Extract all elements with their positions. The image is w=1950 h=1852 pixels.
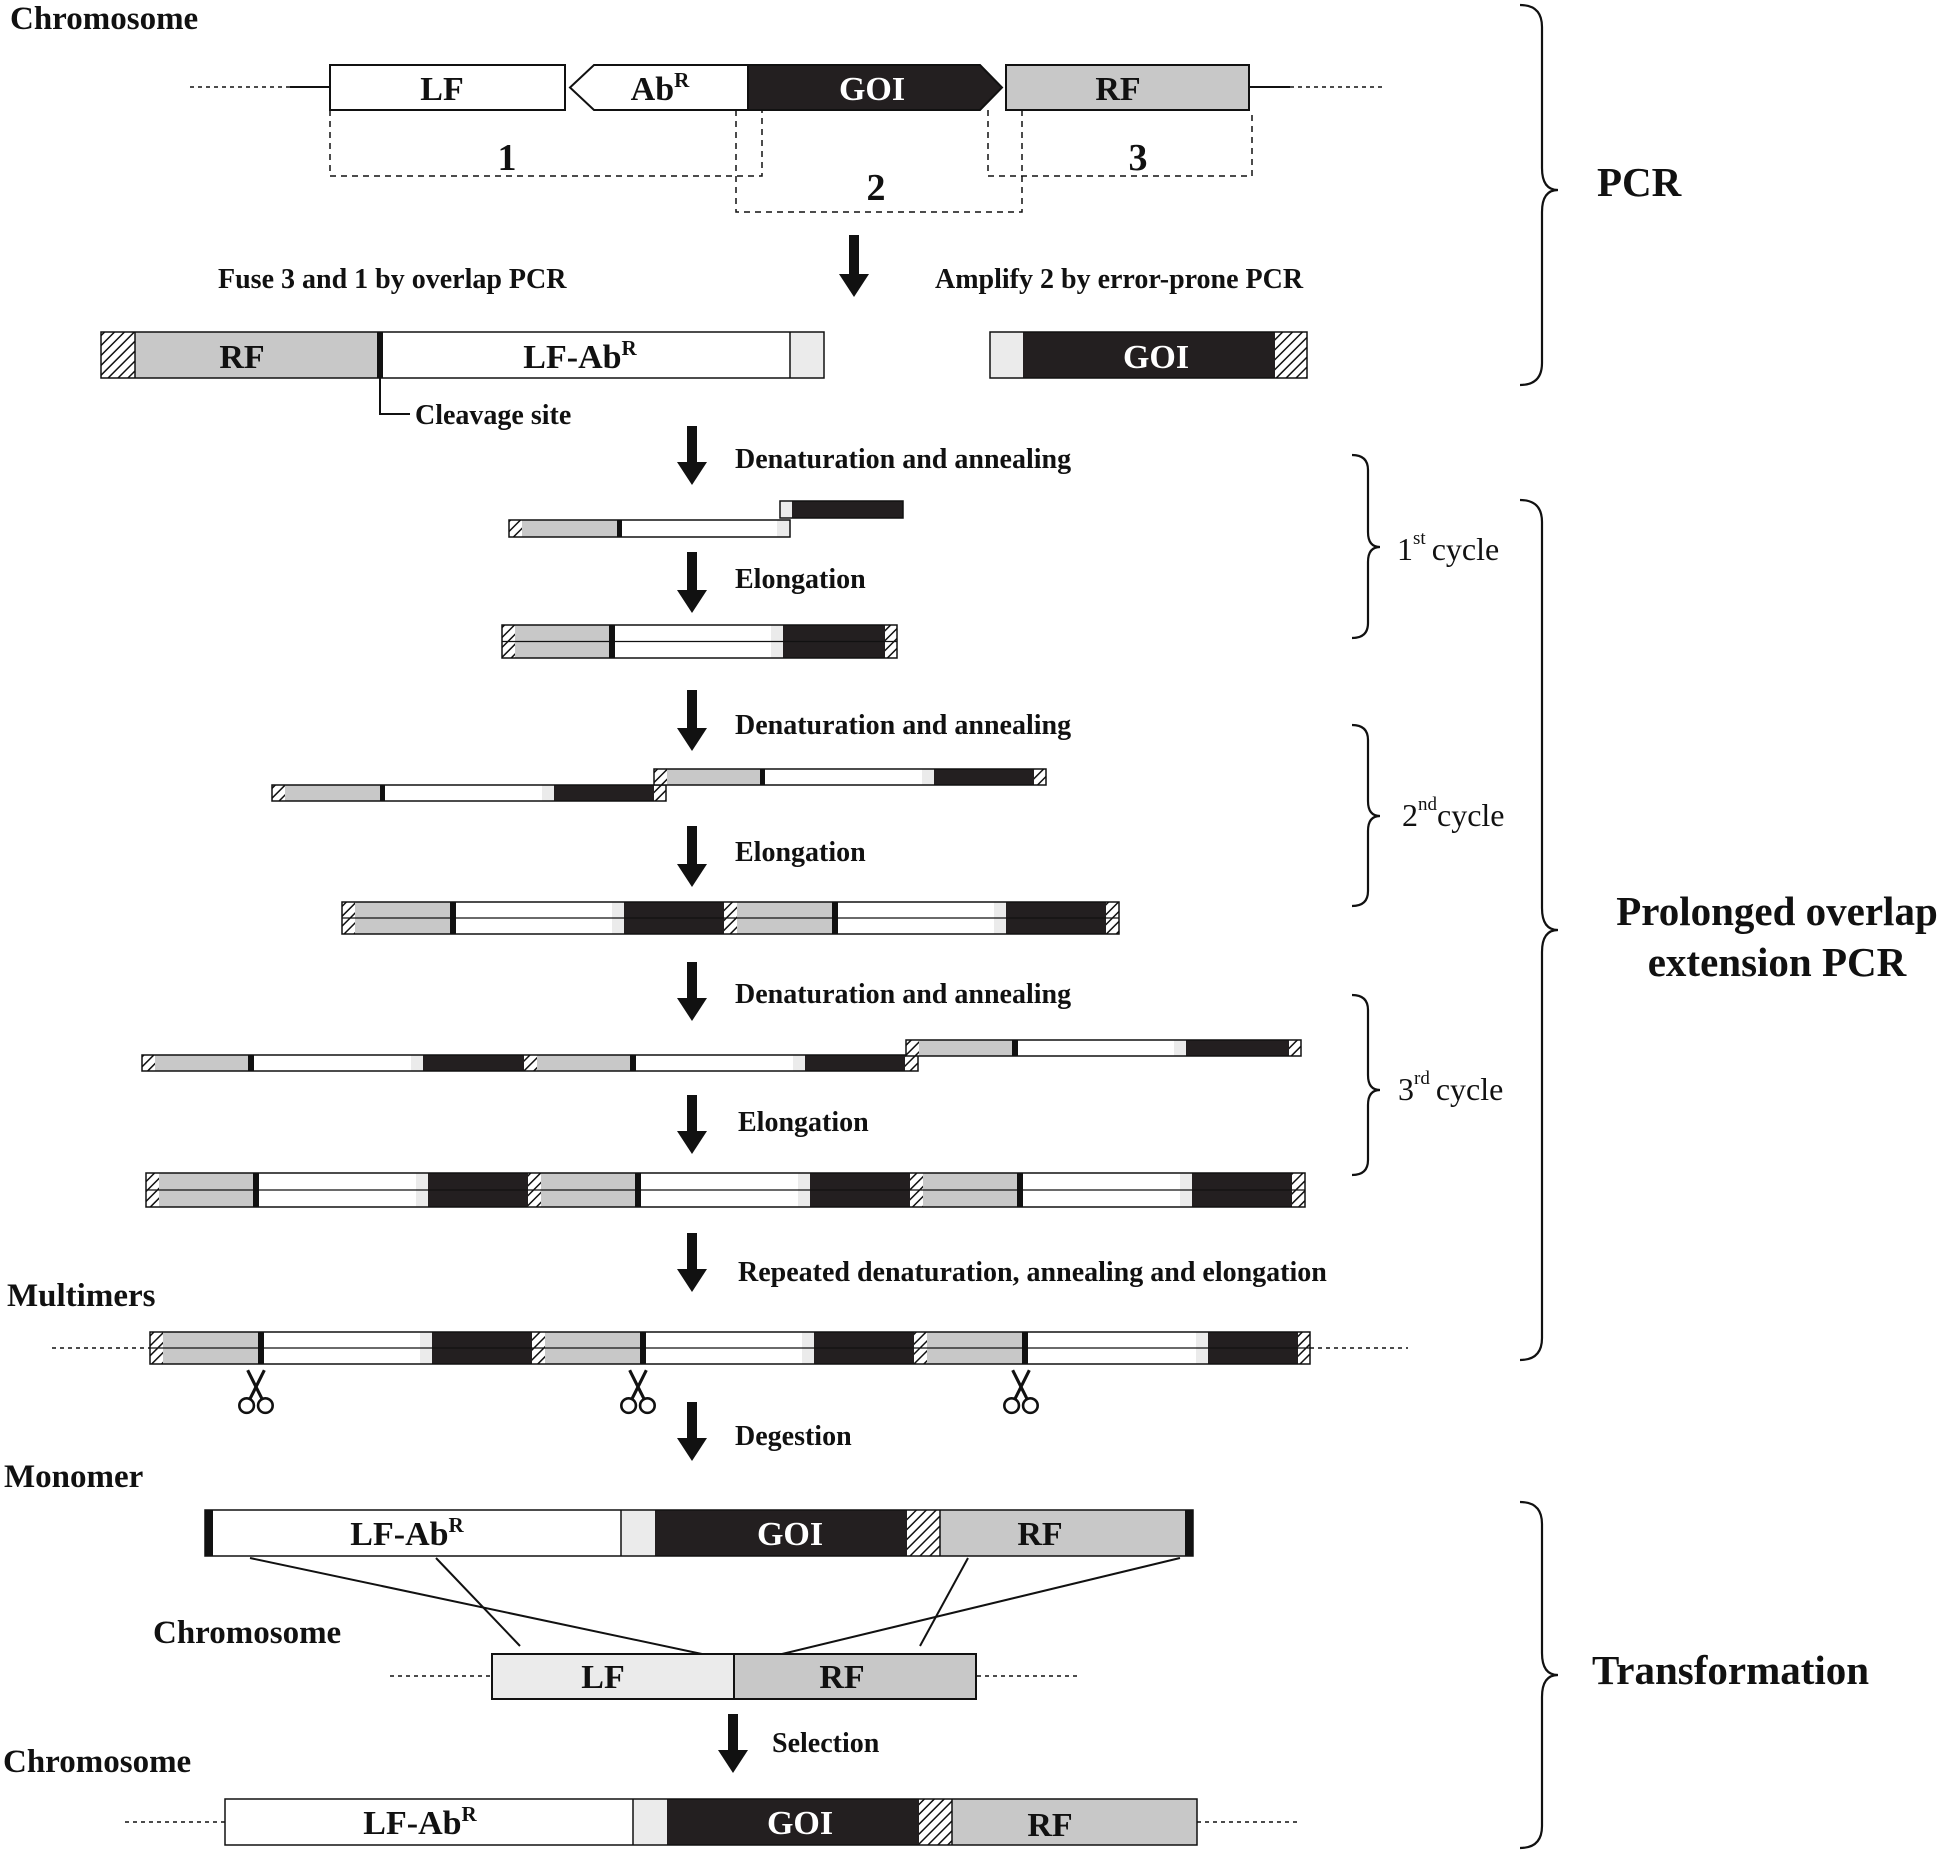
fragment-3-label: 3 xyxy=(1129,137,1148,179)
cycle3-annealing xyxy=(141,1039,1302,1072)
goi-label: GOI xyxy=(757,1516,823,1553)
down-arrow-icon xyxy=(677,962,707,1021)
elongation-label: Elongation xyxy=(735,564,866,595)
pcr-stage-label: PCR xyxy=(1597,159,1682,205)
goi-fragment-outline xyxy=(989,331,1308,379)
cycle2-annealing xyxy=(271,768,1047,802)
lf-abr-label: LF-AbR xyxy=(523,336,637,376)
cycle2-product xyxy=(341,901,1120,935)
scissors-icon xyxy=(237,1368,275,1415)
selection-label: Selection xyxy=(772,1728,880,1759)
fragment-1-label: 1 xyxy=(498,137,517,179)
lf-block xyxy=(329,64,566,111)
lf-label: LF xyxy=(420,71,463,108)
fragment-1-bracket xyxy=(329,110,763,177)
lf-abr-block xyxy=(383,332,790,378)
down-arrow-icon xyxy=(677,552,707,613)
rf-block xyxy=(733,1653,977,1700)
monomer-label: Monomer xyxy=(4,1459,143,1495)
monomer-fragment xyxy=(204,1509,1194,1557)
fragment-2-label: 2 xyxy=(867,167,886,209)
goi-label: GOI xyxy=(767,1805,833,1842)
scissors-icon xyxy=(1002,1368,1040,1415)
cycle2-label: 2ndcycle xyxy=(1402,794,1505,833)
rf-label: RF xyxy=(1095,71,1140,108)
final-chromosome xyxy=(224,1798,1198,1846)
multimers-label: Multimers xyxy=(7,1278,156,1314)
down-arrow-icon xyxy=(718,1714,748,1773)
goi-block xyxy=(747,64,1004,111)
pcr-brace xyxy=(1519,3,1559,387)
chromosome-label-bottom: Chromosome xyxy=(3,1744,191,1780)
overlap-region xyxy=(1275,332,1307,378)
fused-fragment-outline xyxy=(100,331,825,379)
repeated-steps-label: Repeated denaturation, annealing and elo… xyxy=(738,1257,1327,1288)
lf-block xyxy=(491,1653,735,1700)
cycle1-annealing xyxy=(508,500,904,538)
down-arrow-icon xyxy=(677,690,707,751)
down-arrow-icon xyxy=(677,826,707,887)
elongation-label: Elongation xyxy=(738,1107,869,1138)
denaturation-annealing-label: Denaturation and annealing xyxy=(735,710,1071,741)
fuse-text: Fuse 3 and 1 by overlap PCR xyxy=(218,264,567,295)
down-arrow-icon xyxy=(677,1402,707,1461)
scissors-icon xyxy=(619,1368,657,1415)
cleavage-site-mark xyxy=(377,332,383,378)
overlap-region xyxy=(101,332,135,378)
down-arrow-icon xyxy=(839,235,869,297)
goi-label: GOI xyxy=(839,71,905,108)
fragment-3-bracket xyxy=(987,110,1253,177)
transformation-stage-label: Transformation xyxy=(1592,1647,1869,1693)
down-arrow-icon xyxy=(677,426,707,485)
rf-label: RF xyxy=(1017,1516,1062,1553)
recombination-lines xyxy=(249,1557,1181,1655)
denaturation-annealing-label: Denaturation and annealing xyxy=(735,444,1071,475)
rf-label: RF xyxy=(819,1659,864,1696)
cycle1-brace xyxy=(1351,453,1381,640)
denaturation-annealing-label: Denaturation and annealing xyxy=(735,979,1071,1010)
amplify-text: Amplify 2 by error-prone PCR xyxy=(935,264,1304,295)
abr-block xyxy=(568,64,749,111)
abr-label: AbR xyxy=(631,68,690,108)
cycle1-product xyxy=(501,624,898,659)
cycle3-brace xyxy=(1351,993,1381,1177)
rf-label: RF xyxy=(219,339,264,376)
multimer-strand xyxy=(149,1331,1311,1365)
goi-label: GOI xyxy=(1123,339,1189,376)
degestion-label: Degestion xyxy=(735,1421,852,1452)
down-arrow-icon xyxy=(677,1095,707,1154)
rf-block xyxy=(1005,64,1250,111)
lf-label: LF xyxy=(581,1659,624,1696)
down-arrow-icon xyxy=(677,1233,707,1292)
prolonged-stage-label-line2: extension PCR xyxy=(1648,939,1907,985)
overlap-region xyxy=(790,332,824,378)
goi-block xyxy=(1023,332,1275,378)
chromosome-label-top: Chromosome xyxy=(10,1,198,37)
lf-abr-label: LF-AbR xyxy=(363,1802,477,1842)
prolonged-stage-label-line1: Prolonged overlap xyxy=(1616,888,1938,934)
lf-abr-label: LF-AbR xyxy=(350,1513,464,1553)
rf-block xyxy=(135,332,377,378)
prolonged-pcr-brace xyxy=(1519,498,1559,1362)
rf-label: RF xyxy=(1027,1807,1072,1844)
fragment-2-bracket xyxy=(735,110,1023,213)
elongation-label: Elongation xyxy=(735,837,866,868)
cycle2-brace xyxy=(1351,723,1381,908)
cleavage-site-pointer xyxy=(379,378,410,415)
cleavage-site-label: Cleavage site xyxy=(415,400,571,431)
chromosome-label-mid: Chromosome xyxy=(153,1615,341,1651)
transformation-brace xyxy=(1519,1500,1559,1850)
overlap-region xyxy=(990,332,1023,378)
cycle3-product xyxy=(145,1172,1306,1208)
